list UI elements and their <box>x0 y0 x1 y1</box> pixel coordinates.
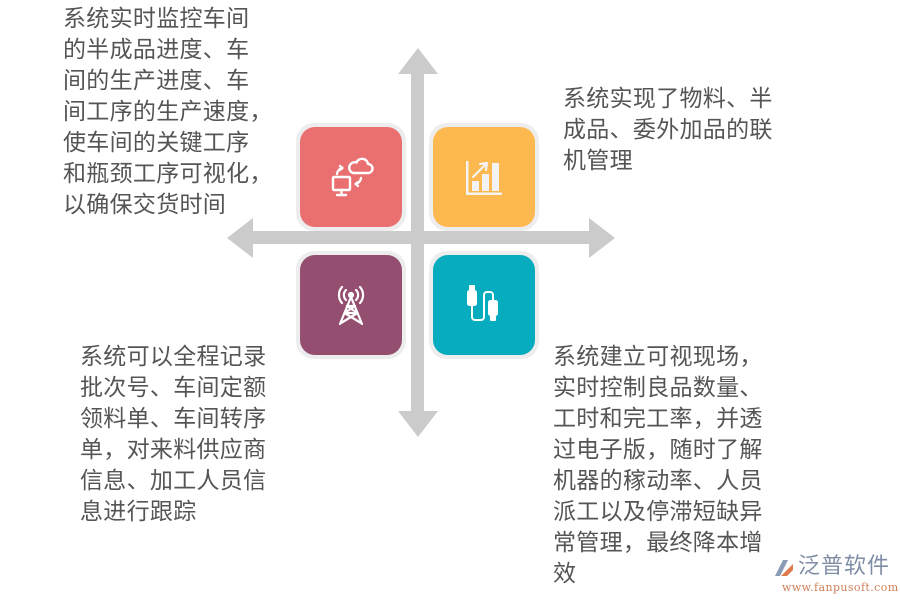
top-right-description: 系统实现了物料、半 成品、委外加品的联 机管理 <box>563 86 773 174</box>
tile-bottom-left-face <box>300 255 402 355</box>
bottom-right-description: 系统建立可视现场， 实时控制良品数量、 工时和完工率，并透 过电子版，随时了解 … <box>553 344 763 587</box>
watermark-url: www.fanpusoft.com <box>782 581 899 594</box>
usb-cable-icon <box>467 285 498 321</box>
bottom-left-description: 系统可以全程记录 批次号、车间定额 领料单、车间转序 单，对来料供应商 信息、加… <box>80 344 267 525</box>
watermark-name: 泛普软件 <box>798 554 891 579</box>
bar-chart-growth-icon <box>466 161 502 195</box>
tile-bottom-left <box>296 251 406 359</box>
computer-cloud-sync-icon <box>331 157 374 197</box>
arrow-right-icon <box>589 218 615 258</box>
tile-bottom-right <box>429 251 539 359</box>
arrow-up-icon <box>398 48 438 74</box>
tile-top-left <box>296 123 406 231</box>
top-left-description: 系统实时监控车间 的半成品进度、车 间的生产进度、车 间工序的生产速度， 使车间… <box>63 6 273 218</box>
tile-top-right-face <box>433 127 535 227</box>
signal-tower-icon <box>337 285 365 326</box>
tile-bottom-right-face <box>433 255 535 355</box>
tile-top-left-face <box>300 127 402 227</box>
horizontal-axis <box>250 231 592 244</box>
fanpusoft-logo-icon <box>775 560 793 576</box>
fanpusoft-watermark: 泛普软件 www.fanpusoft.com <box>770 553 898 598</box>
arrow-left-icon <box>227 218 253 258</box>
tile-top-right <box>429 123 539 231</box>
arrow-down-icon <box>398 411 438 437</box>
